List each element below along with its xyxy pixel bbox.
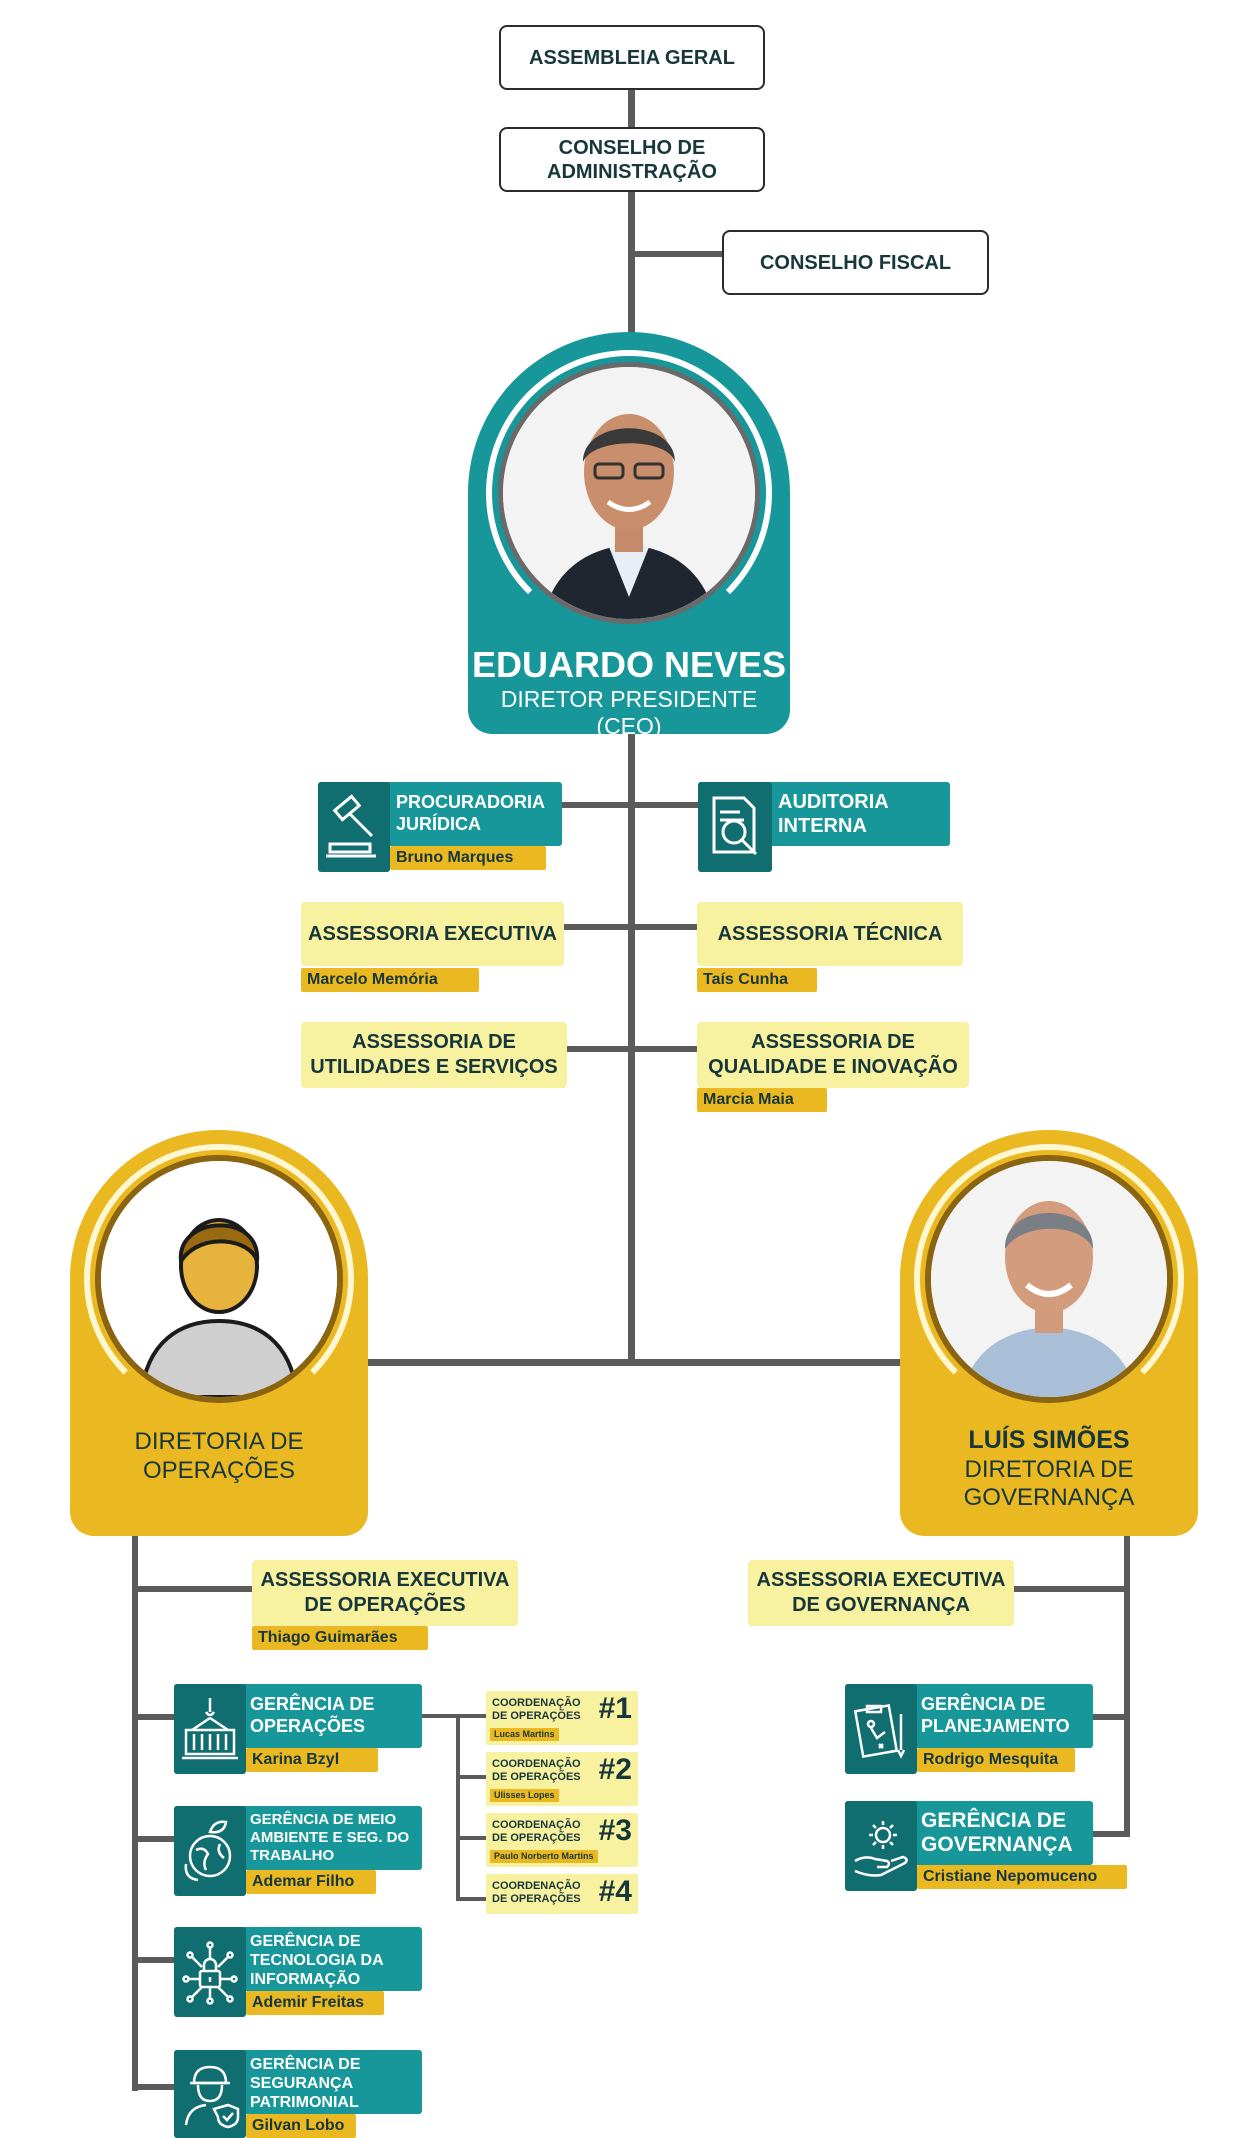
- gerencia-seguranca-icon-box: [174, 2050, 246, 2138]
- ceo-portrait-icon: [503, 367, 755, 619]
- conselho-fiscal-box: CONSELHO FISCAL: [722, 230, 989, 295]
- procuradoria-icon-box: [318, 782, 390, 872]
- assembleia-geral-label: ASSEMBLEIA GERAL: [529, 46, 735, 69]
- ceo-card: EDUARDO NEVES DIRETOR PRESIDENTE (CEO): [468, 332, 790, 739]
- auditoria-icon-box: [698, 782, 772, 872]
- assessoria-executiva-title: ASSESSORIA EXECUTIVA: [308, 922, 557, 945]
- governanca-person-name: LUÍS SIMÕES: [968, 1426, 1130, 1454]
- diretoria-governanca-title: DIRETORIA DE GOVERNANÇA: [963, 1456, 1135, 1511]
- gerencia-operacoes-icon-box: [174, 1684, 246, 1774]
- coordenacao-3-person: Paulo Norberto Martins: [490, 1850, 598, 1863]
- eco-globe-icon: [184, 1820, 232, 1882]
- procuradoria-person: Bruno Marques: [390, 846, 546, 870]
- assessoria-qualidade-card: ASSESSORIA DE QUALIDADE E INOVAÇÃO: [697, 1022, 969, 1088]
- assessoria-executiva-operacoes-person: Thiago Guimarães: [252, 1626, 428, 1650]
- governanca-photo: [925, 1155, 1173, 1403]
- coordenacao-2-label: COORDENAÇÃO DE OPERAÇÕES: [492, 1758, 581, 1783]
- planning-board-icon: [853, 1703, 906, 1759]
- assessoria-executiva-card: ASSESSORIA EXECUTIVA: [301, 902, 564, 966]
- coordenacao-2-person: Ulisses Lopes: [490, 1789, 559, 1802]
- document-search-icon: [712, 796, 758, 856]
- coordenacao-2: COORDENAÇÃO DE OPERAÇÕES #2 Ulisses Lope…: [486, 1752, 638, 1806]
- assessoria-executiva-operacoes-card: ASSESSORIA EXECUTIVA DE OPERAÇÕES: [252, 1560, 518, 1626]
- ceo-role: DIRETOR PRESIDENTE (CEO): [500, 686, 758, 739]
- gerencia-planejamento-icon-box: [845, 1684, 917, 1774]
- conselho-fiscal-label: CONSELHO FISCAL: [759, 251, 952, 274]
- ceo-name: EDUARDO NEVES: [471, 644, 787, 685]
- governanca-photo-ring: [914, 1144, 1184, 1414]
- assessoria-tecnica-title: ASSESSORIA TÉCNICA: [717, 922, 943, 945]
- coordenacao-1: COORDENAÇÃO DE OPERAÇÕES #1 Lucas Martin…: [486, 1691, 638, 1745]
- assessoria-qualidade-person: Marcia Maia: [697, 1088, 827, 1112]
- gerencia-meio-ambiente-title: GERÊNCIA DE MEIO AMBIENTE E SEG. DO TRAB…: [250, 1811, 410, 1864]
- diretoria-operacoes-card: DIRETORIA DE OPERAÇÕES: [70, 1130, 368, 1536]
- assessoria-executiva-governanca-card: ASSESSORIA EXECUTIVA DE GOVERNANÇA: [748, 1560, 1014, 1626]
- user-placeholder-icon: [101, 1161, 337, 1397]
- assessoria-tecnica-person: Taís Cunha: [697, 968, 817, 992]
- coordenacao-2-number: #2: [598, 1753, 632, 1786]
- gerencia-planejamento-person: Rodrigo Mesquita: [917, 1748, 1075, 1772]
- gerencia-operacoes-person: Karina Bzyl: [246, 1748, 378, 1772]
- diretoria-governanca-card: LUÍS SIMÕES DIRETORIA DE GOVERNANÇA: [900, 1130, 1198, 1536]
- conselho-administracao-label: CONSELHO DE ADMINISTRAÇÃO: [547, 136, 717, 183]
- coordenacao-4: COORDENAÇÃO DE OPERAÇÕES #4: [486, 1874, 638, 1914]
- coordenacao-1-label: COORDENAÇÃO DE OPERAÇÕES: [492, 1697, 581, 1722]
- procuradoria-juridica-title: PROCURADORIA JURÍDICA: [396, 792, 545, 834]
- assessoria-executiva-operacoes-title: ASSESSORIA EXECUTIVA DE OPERAÇÕES: [260, 1569, 510, 1616]
- gerencia-governanca-icon-box: [845, 1801, 917, 1891]
- assessoria-utilidades-title: ASSESSORIA DE UTILIDADES E SERVIÇOS: [310, 1031, 558, 1078]
- gerencia-ti-title: GERÊNCIA DE TECNOLOGIA DA INFORMAÇÃO: [250, 1933, 384, 1989]
- gerencia-governanca-person: Cristiane Nepomuceno: [917, 1865, 1127, 1889]
- conselho-administracao-box: CONSELHO DE ADMINISTRAÇÃO: [499, 127, 765, 192]
- assessoria-executiva-person: Marcelo Memória: [301, 968, 479, 992]
- gerencia-governanca-title: GERÊNCIA DE GOVERNANÇA: [921, 1809, 1073, 1857]
- ceo-photo: [498, 362, 760, 624]
- circuit-lock-icon: [182, 1941, 238, 2005]
- gavel-icon: [326, 794, 376, 858]
- coordenacao-3-label: COORDENAÇÃO DE OPERAÇÕES: [492, 1819, 581, 1844]
- operacoes-photo: [95, 1155, 343, 1403]
- security-guard-icon: [184, 2065, 240, 2129]
- assessoria-tecnica-card: ASSESSORIA TÉCNICA: [697, 902, 963, 966]
- gerencia-ti-person: Ademir Freitas: [246, 1991, 384, 2015]
- assessoria-qualidade-title: ASSESSORIA DE QUALIDADE E INOVAÇÃO: [708, 1031, 958, 1078]
- coordenacao-1-person: Lucas Martins: [490, 1728, 559, 1741]
- gerencia-meio-ambiente-person: Ademar Filho: [246, 1870, 376, 1894]
- assembleia-geral-box: ASSEMBLEIA GERAL: [499, 25, 765, 90]
- gerencia-seguranca-person: Gilvan Lobo: [246, 2114, 356, 2138]
- gear-hand-icon: [854, 1821, 908, 1877]
- gerencia-seguranca-title: GERÊNCIA DE SEGURANÇA PATRIMONIAL: [250, 2056, 361, 2112]
- gerencia-operacoes-title: GERÊNCIA DE OPERAÇÕES: [250, 1694, 375, 1736]
- governanca-portrait-icon: [931, 1161, 1167, 1397]
- assessoria-executiva-governanca-title: ASSESSORIA EXECUTIVA DE GOVERNANÇA: [756, 1569, 1006, 1616]
- ceo-photo-ring: [486, 350, 772, 636]
- coordenacao-3-number: #3: [598, 1814, 632, 1847]
- coordenacao-4-label: COORDENAÇÃO DE OPERAÇÕES: [492, 1880, 581, 1905]
- coordenacao-1-number: #1: [598, 1692, 632, 1725]
- gerencia-meio-ambiente-icon-box: [174, 1806, 246, 1896]
- assessoria-utilidades-card: ASSESSORIA DE UTILIDADES E SERVIÇOS: [301, 1022, 567, 1088]
- coordenacao-4-number: #4: [598, 1875, 632, 1908]
- gerencia-planejamento-title: GERÊNCIA DE PLANEJAMENTO: [921, 1694, 1070, 1736]
- container-crane-icon: [182, 1698, 238, 1760]
- gerencia-ti-icon-box: [174, 1927, 246, 2017]
- coordenacao-3: COORDENAÇÃO DE OPERAÇÕES #3 Paulo Norber…: [486, 1813, 638, 1867]
- diretoria-operacoes-title: DIRETORIA DE OPERAÇÕES: [134, 1428, 304, 1484]
- operacoes-photo-ring: [84, 1144, 354, 1414]
- auditoria-interna-title: AUDITORIA INTERNA: [778, 791, 888, 837]
